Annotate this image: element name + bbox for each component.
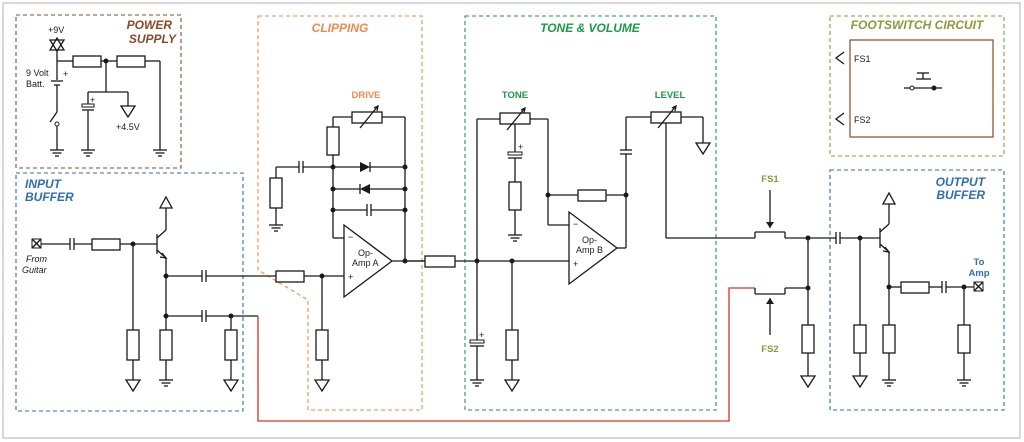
output-buffer-title-line1: OUTPUT xyxy=(936,175,987,189)
to-amp-line1: To xyxy=(974,257,985,268)
footswitch-inner-box xyxy=(849,39,994,138)
battery-label-line2: Batt. xyxy=(26,79,45,89)
power-supply-title-line2: SUPPLY xyxy=(129,32,177,46)
plus-9v-label: +9V xyxy=(48,25,64,35)
tone-label: TONE xyxy=(502,90,528,101)
svg-text:−: − xyxy=(348,232,353,242)
tone-volume-title: TONE & VOLUME xyxy=(540,21,641,35)
opamp-a-label-line1: Op- xyxy=(358,248,373,258)
drive-label: DRIVE xyxy=(351,90,380,101)
svg-text:+: + xyxy=(518,142,523,152)
svg-text:+: + xyxy=(90,95,95,105)
opamp-b-label-line2: Amp B xyxy=(576,245,603,255)
output-buffer-section-box xyxy=(829,169,1005,411)
bypass-signal-line xyxy=(257,287,755,422)
from-guitar-line2: Guitar xyxy=(22,265,48,275)
input-buffer-title-line2: BUFFER xyxy=(25,190,74,204)
output-buffer-circuit: To Amp xyxy=(835,191,990,389)
battery-label-line1: 9 Volt xyxy=(26,68,49,78)
power-supply-circuit: +9V 9 Volt Batt. + + +4.5V xyxy=(26,25,168,157)
footswitch-fs1: FS1 xyxy=(754,174,836,239)
clipping-section-box xyxy=(257,15,423,411)
clipping-circuit: − + Op- Amp A DRIVE xyxy=(268,90,425,393)
fs1-box-label: FS1 xyxy=(854,54,871,64)
power-supply-title-line1: POWER xyxy=(127,18,173,32)
power-supply-section-box xyxy=(15,14,182,169)
footswitch-section-box xyxy=(829,15,1005,157)
from-guitar-line1: From xyxy=(26,254,48,264)
input-buffer-circuit: From Guitar xyxy=(22,195,276,393)
svg-text:+: + xyxy=(479,330,484,340)
clipping-title: CLIPPING xyxy=(312,21,369,35)
level-label: LEVEL xyxy=(655,90,686,101)
opamp-b-label-line1: Op- xyxy=(582,235,597,245)
tone-volume-section-box xyxy=(464,15,717,411)
plus-4-5v-label: +4.5V xyxy=(116,122,140,132)
tone-volume-circuit: TONE + + − + Op- Amp B xyxy=(424,90,755,393)
output-buffer-title-line2: BUFFER xyxy=(936,188,985,202)
svg-text:+: + xyxy=(63,69,68,79)
to-amp-line2: Amp xyxy=(968,268,989,279)
footswitch-fs2: FS2 xyxy=(754,235,817,389)
fs1-label: FS1 xyxy=(761,174,779,185)
input-buffer-section-box xyxy=(15,172,244,412)
input-buffer-title-line1: INPUT xyxy=(25,177,63,191)
fs2-box-label: FS2 xyxy=(854,115,871,125)
footswitch-schematic: FS1 FS2 xyxy=(834,51,942,126)
fs2-label: FS2 xyxy=(761,344,778,355)
opamp-a-label-line2: Amp A xyxy=(352,258,379,268)
footswitch-title: FOOTSWITCH CIRCUIT xyxy=(851,18,985,32)
svg-text:+: + xyxy=(573,259,578,269)
svg-text:+: + xyxy=(348,272,353,282)
svg-text:−: − xyxy=(573,219,578,229)
